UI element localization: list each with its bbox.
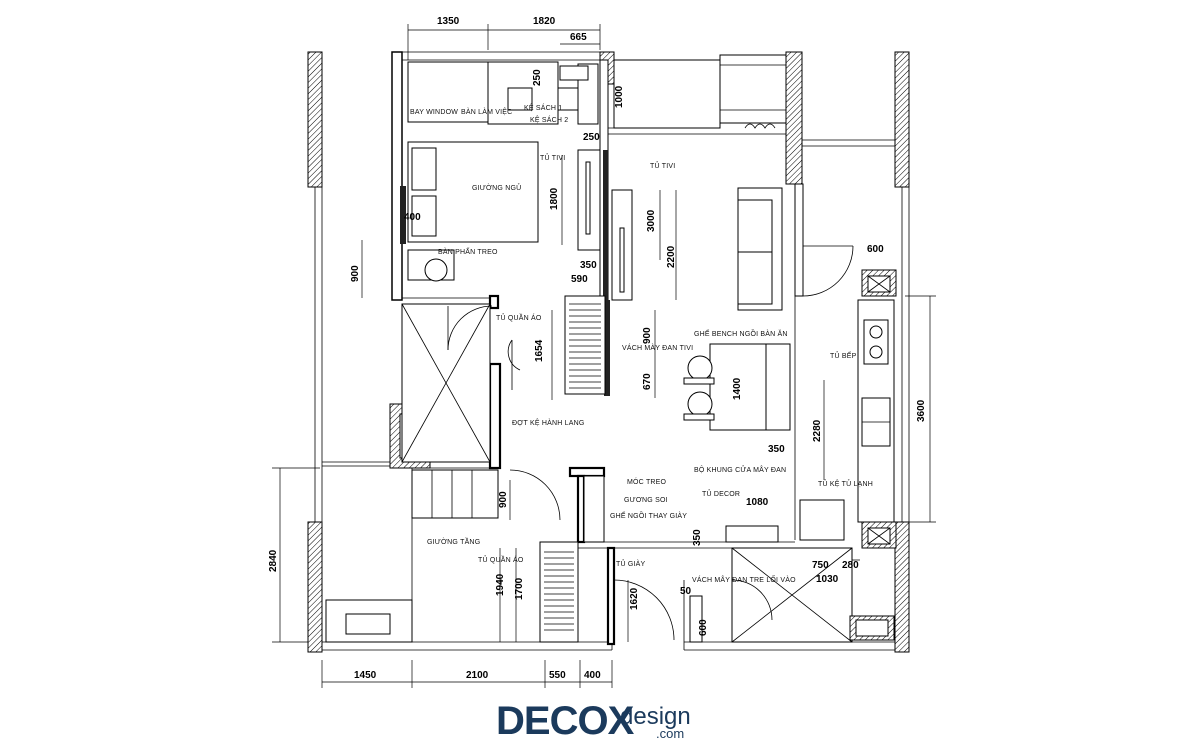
- dim-350a: 350: [580, 260, 597, 271]
- exterior-columns: [307, 51, 910, 653]
- living-furniture: [401, 54, 854, 521]
- dim-1800: 1800: [549, 187, 560, 210]
- dim-1700: 1700: [514, 577, 525, 600]
- dim-600b: 600: [698, 619, 709, 636]
- dim-550: 550: [549, 670, 566, 681]
- dim-1400: 1400: [732, 377, 743, 400]
- label-ban-phan-treo: BÀN PHẤN TREO: [438, 246, 498, 256]
- dim-2840: 2840: [268, 549, 279, 572]
- label-vach-may-dan-tre: VÁCH MÂY ĐAN TRE LỐI VÀO: [692, 574, 796, 584]
- dim-1654: 1654: [534, 339, 545, 362]
- bedroom-furniture: [407, 61, 601, 282]
- label-ke-sach-1: KỆ SÁCH 1: [524, 103, 562, 112]
- dim-1080: 1080: [746, 497, 769, 508]
- label-bay-window: BAY WINDOW: [410, 109, 458, 116]
- furniture-labels: BAY WINDOW BÀN LÀM VIỆC KỆ SÁCH 1 KỆ SÁC…: [410, 103, 873, 584]
- label-ghe-bench: GHẾ BENCH NGỒI BÀN ĂN: [694, 328, 788, 338]
- dim-3000: 3000: [646, 209, 657, 232]
- label-giuong-tang: GIƯỜNG TẦNG: [427, 536, 480, 546]
- dim-670: 670: [642, 373, 653, 390]
- dim-250b: 250: [583, 132, 600, 143]
- label-tu-decor: TỦ DECOR: [702, 489, 740, 498]
- dim-50: 50: [680, 586, 692, 597]
- dim-1940: 1940: [495, 573, 506, 596]
- dim-750: 750: [812, 560, 829, 571]
- dim-1820: 1820: [533, 16, 556, 27]
- dim-2200: 2200: [666, 245, 677, 268]
- dim-250a: 250: [532, 69, 543, 86]
- dim-600a: 600: [867, 244, 884, 255]
- logo-sub-text: design: [620, 703, 691, 730]
- label-tu-bep: TỦ BẾP: [830, 350, 857, 360]
- label-ke-sach-2: KỆ SÁCH 2: [530, 115, 568, 124]
- dim-2280: 2280: [812, 419, 823, 442]
- wardrobe-slats-2: [544, 551, 574, 631]
- decox-logo: DECOX design .com: [496, 699, 691, 743]
- label-ghe-ngoi-thay-giay: GHẾ NGỒI THAY GIÀY: [610, 510, 687, 520]
- label-giuong-ngu: GIƯỜNG NGỦ: [472, 183, 521, 192]
- dim-1620: 1620: [629, 587, 640, 610]
- label-dot-ke-hanh-lang: ĐỢT KỆ HÀNH LANG: [512, 418, 584, 427]
- label-bo-khung-cua: BỘ KHUNG CỬA MÂY ĐAN: [694, 465, 786, 474]
- dim-1000: 1000: [614, 85, 625, 108]
- dim-280: 280: [842, 560, 859, 571]
- entry-furniture: [325, 469, 895, 643]
- dim-2100: 2100: [466, 670, 489, 681]
- label-tu-giay: TỦ GIÀY: [616, 559, 646, 568]
- dim-350c: 350: [692, 529, 703, 546]
- dimension-text: 1350 1820 665 1000 250 250 1800 3000 220…: [268, 16, 927, 681]
- label-tu-ke-tu-lanh: TỦ KỆ TỦ LẠNH: [818, 479, 873, 488]
- dim-900b: 900: [642, 327, 653, 344]
- dim-3600: 3600: [916, 399, 927, 422]
- kitchen-furniture: [725, 269, 897, 549]
- label-tu-tivi-living: TỦ TIVI: [650, 161, 675, 170]
- label-guong-soi: GƯƠNG SOI: [624, 497, 668, 504]
- dim-1030: 1030: [816, 574, 839, 585]
- label-tu-tivi-bedroom: TỦ TIVI: [540, 153, 565, 162]
- dim-1450: 1450: [354, 670, 377, 681]
- dim-665: 665: [570, 32, 587, 43]
- dim-350b: 350: [768, 444, 785, 455]
- dim-400b: 400: [584, 670, 601, 681]
- label-ban-lam-viec: BÀN LÀM VIỆC: [461, 107, 512, 116]
- dim-400: 400: [404, 212, 421, 223]
- dim-900a: 900: [350, 265, 361, 282]
- logo-com-text: .com: [656, 726, 684, 741]
- label-tu-quan-ao-1: TỦ QUẦN ÁO: [496, 312, 542, 322]
- logo-main-text: DECOX: [496, 699, 635, 743]
- dim-590: 590: [571, 274, 588, 285]
- dim-900c: 900: [498, 491, 509, 508]
- label-tu-quan-ao-2: TỦ QUẦN ÁO: [478, 554, 524, 564]
- label-vach-may-dan-tivi: VÁCH MÀY ĐAN TIVI: [622, 343, 693, 352]
- wardrobe-slats: [569, 303, 601, 389]
- label-moc-treo: MÓC TREO: [627, 477, 667, 486]
- dim-1350: 1350: [437, 16, 460, 27]
